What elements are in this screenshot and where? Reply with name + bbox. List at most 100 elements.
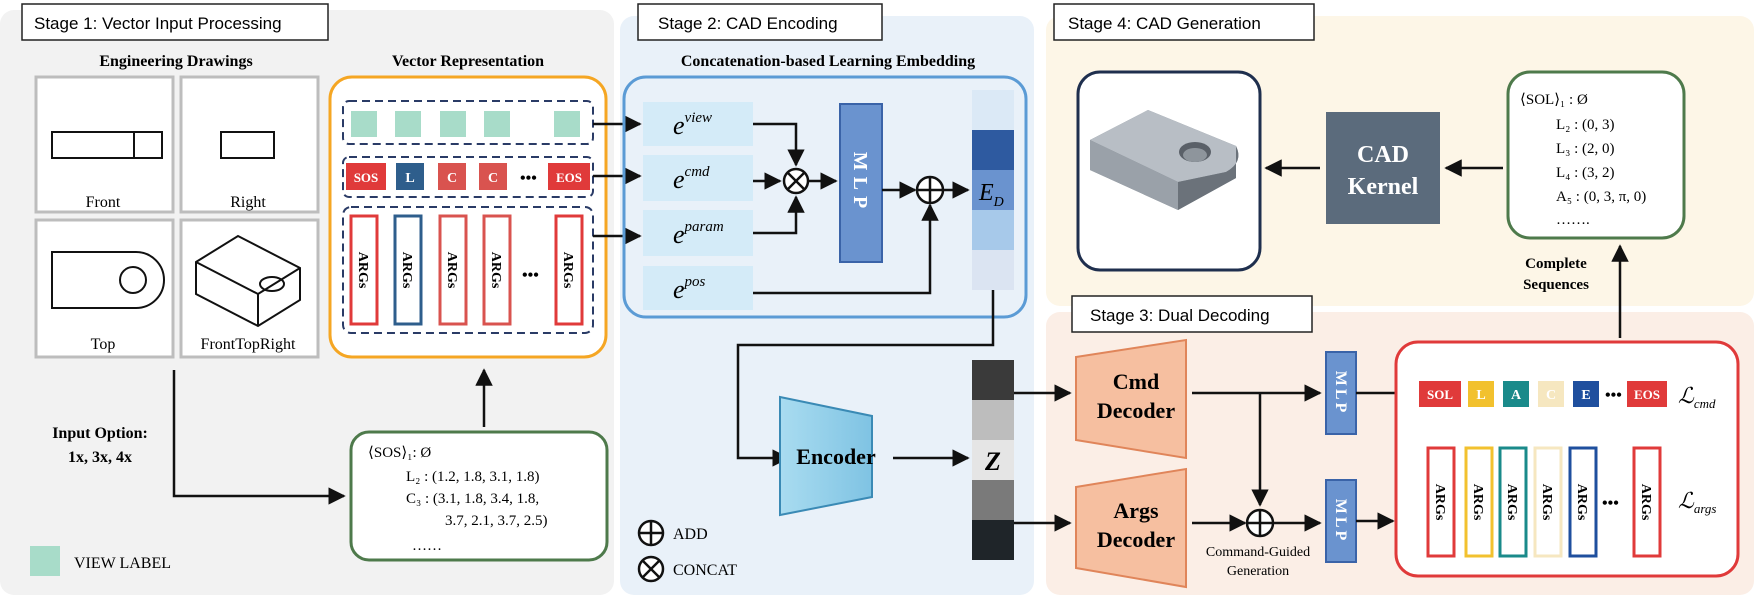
- top-view-label: Top: [91, 336, 116, 353]
- svg-text:C: C: [488, 171, 498, 186]
- args-decoder: Args Decoder: [1075, 467, 1187, 589]
- svg-text:Args: Args: [1113, 498, 1159, 523]
- stage3-title: Stage 3: Dual Decoding: [1071, 295, 1313, 333]
- svg-text:L: L: [405, 171, 414, 186]
- svg-text:Stage 1: Vector Input Processi: Stage 1: Vector Input Processing: [34, 14, 282, 33]
- view-label-tokens: [351, 111, 580, 137]
- svg-text:ARGs: ARGs: [1504, 484, 1519, 521]
- embedding-mlp: [839, 103, 883, 263]
- svg-text:Stage 3: Dual Decoding: Stage 3: Dual Decoding: [1090, 306, 1270, 325]
- svg-text:Encoder: Encoder: [796, 444, 876, 469]
- iso-view: FrontTopRight: [179, 218, 320, 359]
- svg-text:eview: eview: [673, 110, 712, 140]
- svg-text:ARGs: ARGs: [1539, 484, 1554, 521]
- latent-z: Z: [972, 360, 1014, 560]
- svg-text:epos: epos: [673, 274, 706, 304]
- vector-title: Vector Representation: [392, 53, 544, 70]
- input-sequence-box: [349, 430, 609, 562]
- svg-text:Cmd: Cmd: [1113, 369, 1159, 394]
- svg-text:A₅ : (0, 3, π, 0): A₅ : (0, 3, π, 0): [1556, 189, 1646, 205]
- svg-text:•••: •••: [520, 170, 537, 187]
- embedding-frame: [622, 75, 1028, 319]
- svg-text:…….: …….: [1556, 212, 1590, 228]
- loss-args: ℒargs: [1678, 488, 1717, 516]
- svg-text:Stage 2: CAD Encoding: Stage 2: CAD Encoding: [658, 14, 838, 33]
- svg-text:C: C: [447, 171, 457, 186]
- svg-text:SOS: SOS: [354, 170, 379, 185]
- svg-text:L: L: [1476, 388, 1485, 403]
- complete-sequences-label: Complete: [1525, 256, 1587, 272]
- svg-text:……: ……: [412, 538, 442, 554]
- svg-text:ARGs: ARGs: [1638, 484, 1653, 521]
- drawings-title: Engineering Drawings: [99, 53, 252, 70]
- svg-text:L₂ : (1.2, 1.8, 3.1, 1.8): L₂ : (1.2, 1.8, 3.1, 1.8): [406, 469, 540, 485]
- svg-text:E: E: [1581, 388, 1590, 403]
- view-label-legend-swatch: [30, 546, 60, 576]
- svg-text:•••: •••: [1605, 387, 1622, 404]
- svg-text:•••: •••: [522, 267, 539, 284]
- svg-text:•••: •••: [1602, 495, 1619, 512]
- svg-text:C₃ : (3.1, 1.8, 3.4, 1.8,: C₃ : (3.1, 1.8, 3.4, 1.8,: [406, 491, 539, 507]
- svg-text:L₃ : (2, 0): L₃ : (2, 0): [1556, 141, 1615, 157]
- command-tokens: SOS L C C ••• EOS: [346, 163, 590, 190]
- svg-text:3.7, 2.1, 3.7, 2.5): 3.7, 2.1, 3.7, 2.5): [445, 513, 548, 529]
- cmd-decoder: Cmd Decoder: [1075, 338, 1187, 460]
- generated-sequence-box: [1506, 70, 1686, 240]
- args-tokens: ARGs ARGs ARGs ARGs ••• ARGs: [349, 214, 584, 326]
- svg-text:ARGs: ARGs: [560, 252, 575, 289]
- embedding-boxes: eview ecmd eparam epos: [643, 102, 753, 310]
- iso-view-label: FrontTopRight: [201, 336, 296, 353]
- output-command-tokens: SOL L A C E ••• EOS: [1419, 381, 1667, 407]
- svg-text:ARGs: ARGs: [399, 252, 414, 289]
- guided-label-2: Generation: [1227, 564, 1289, 579]
- svg-text:⟨SOL⟩₁ : Ø: ⟨SOL⟩₁ : Ø: [1520, 92, 1588, 108]
- svg-text:SOL: SOL: [1427, 387, 1453, 402]
- front-view-label: Front: [86, 194, 121, 211]
- svg-text:L₄ : (3, 2): L₄ : (3, 2): [1556, 165, 1615, 181]
- svg-text:ADD: ADD: [673, 526, 708, 543]
- guided-label: Command-Guided: [1206, 545, 1310, 560]
- concat-legend: CONCAT: [637, 555, 737, 583]
- cad-model-render: [1076, 70, 1262, 272]
- svg-text:ARGs: ARGs: [1574, 484, 1589, 521]
- concat-op: [782, 167, 810, 195]
- svg-text:EOS: EOS: [1634, 387, 1660, 402]
- svg-text:Decoder: Decoder: [1097, 398, 1175, 423]
- stage2-title: Stage 2: CAD Encoding: [637, 3, 883, 41]
- svg-text:ARGs: ARGs: [1432, 484, 1447, 521]
- svg-text:eparam: eparam: [673, 219, 724, 249]
- svg-text:ARGs: ARGs: [444, 252, 459, 289]
- output-args-tokens: ARGs ARGs ARGs ARGs ARGs ••• ARGs: [1426, 446, 1662, 558]
- svg-text:⟨SOS⟩₁: Ø: ⟨SOS⟩₁: Ø: [368, 445, 431, 461]
- front-view: Front: [34, 75, 175, 214]
- view-label-legend: VIEW LABEL: [74, 555, 171, 572]
- svg-text:CAD: CAD: [1357, 142, 1409, 168]
- complete-sequences-label-2: Sequences: [1523, 277, 1589, 293]
- add-op: [915, 175, 945, 205]
- guided-add-op: [1245, 508, 1275, 538]
- stage4-title: Stage 4: CAD Generation: [1053, 3, 1315, 41]
- svg-text:CONCAT: CONCAT: [673, 562, 737, 579]
- loss-cmd: ℒcmd: [1678, 383, 1716, 411]
- svg-text:Stage 4: CAD Generation: Stage 4: CAD Generation: [1068, 14, 1261, 33]
- cad-kernel: CAD Kernel: [1326, 112, 1440, 224]
- top-view: Top: [34, 218, 175, 359]
- stage1-title: Stage 1: Vector Input Processing: [21, 3, 329, 41]
- embedding-title: Concatenation-based Learning Embedding: [681, 53, 975, 70]
- svg-text:MLP: MLP: [1332, 499, 1349, 544]
- svg-text:Kernel: Kernel: [1348, 174, 1419, 200]
- svg-text:ARGs: ARGs: [1470, 484, 1485, 521]
- svg-text:MLP: MLP: [1332, 371, 1349, 416]
- svg-text:C: C: [1546, 388, 1556, 403]
- svg-text:Z: Z: [984, 447, 1001, 476]
- svg-text:Decoder: Decoder: [1097, 527, 1175, 552]
- svg-text:ARGs: ARGs: [355, 252, 370, 289]
- svg-text:ED: ED: [978, 180, 1004, 210]
- svg-text:ARGs: ARGs: [488, 252, 503, 289]
- add-legend: ADD: [637, 519, 708, 547]
- svg-text:MLP: MLP: [849, 152, 871, 214]
- encoder: Encoder: [779, 395, 876, 517]
- input-option-values: 1x, 3x, 4x: [68, 449, 132, 466]
- svg-text:A: A: [1511, 388, 1522, 403]
